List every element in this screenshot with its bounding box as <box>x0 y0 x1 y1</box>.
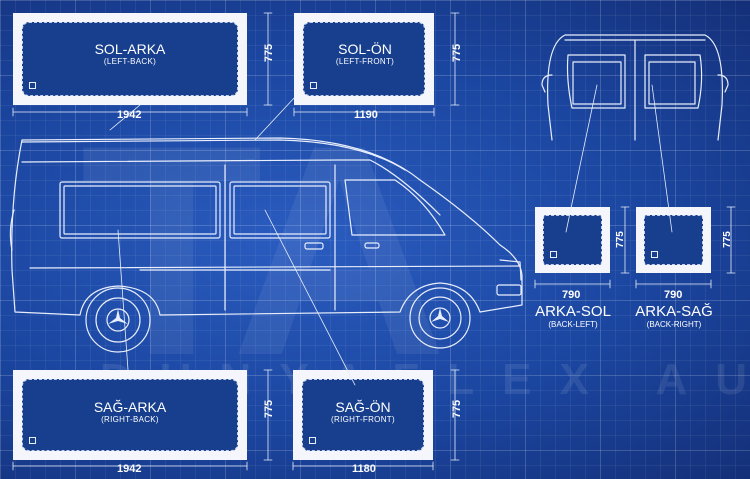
wheel-emblems <box>108 308 449 324</box>
dim-width-arka-sol: 790 <box>562 289 581 301</box>
panel-sag-arka <box>13 370 247 460</box>
corner-mark <box>29 82 36 89</box>
corner-mark <box>309 437 316 444</box>
panel-name: SAĞ-ÖN <box>335 399 391 415</box>
panel-name: SOL-ÖN <box>338 41 392 57</box>
panel-name: SOL-ARKA <box>94 41 166 57</box>
dimension-lines <box>12 12 736 471</box>
glass-sag-on <box>302 379 424 451</box>
panel-name: ARKA-SOL <box>535 303 611 320</box>
corner-mark <box>310 82 317 89</box>
panel-sub: (LEFT-BACK) <box>103 57 157 67</box>
panel-sub: (RIGHT-BACK) <box>101 415 159 425</box>
corner-mark <box>651 251 658 258</box>
panel-sol-on <box>294 13 434 105</box>
glass-sol-on <box>303 22 425 96</box>
panel-name: SAĞ-ARKA <box>93 399 167 415</box>
panel-sub: (LEFT-FRONT) <box>335 57 395 67</box>
glass-sag-arka <box>22 379 238 451</box>
panel-arka-sol <box>535 207 610 273</box>
panel-arka-sag <box>636 207 711 273</box>
panel-name: ARKA-SAĞ <box>635 303 713 320</box>
glass-arka-sag <box>644 215 703 265</box>
corner-mark <box>29 437 36 444</box>
dim-width-arka-sag: 790 <box>664 289 683 301</box>
panel-sub: (RIGHT-FRONT) <box>331 415 395 425</box>
van-rear-view <box>541 34 729 141</box>
leader-lines <box>109 84 673 386</box>
label-sol-arka: SOL-ARKA (LEFT-BACK) <box>80 41 180 66</box>
label-arka-sol: ARKA-SOL (BACK-LEFT) <box>523 303 623 329</box>
panel-sag-on <box>293 370 433 460</box>
label-sag-arka: SAĞ-ARKA (RIGHT-BACK) <box>80 399 180 424</box>
panel-sub: (BACK-LEFT) <box>548 320 598 329</box>
watermark-logo: TA <box>80 82 448 418</box>
panel-sol-arka <box>13 13 247 105</box>
label-arka-sag: ARKA-SAĞ (BACK-RIGHT) <box>624 303 724 329</box>
label-sol-on: SOL-ÖN (LEFT-FRONT) <box>315 41 415 66</box>
panel-sub: (BACK-RIGHT) <box>646 320 702 329</box>
glass-arka-sol <box>543 215 602 265</box>
corner-mark <box>550 251 557 258</box>
label-sag-on: SAĞ-ÖN (RIGHT-FRONT) <box>313 399 413 424</box>
glass-sol-arka <box>22 22 238 96</box>
van-side-view <box>9 137 523 353</box>
